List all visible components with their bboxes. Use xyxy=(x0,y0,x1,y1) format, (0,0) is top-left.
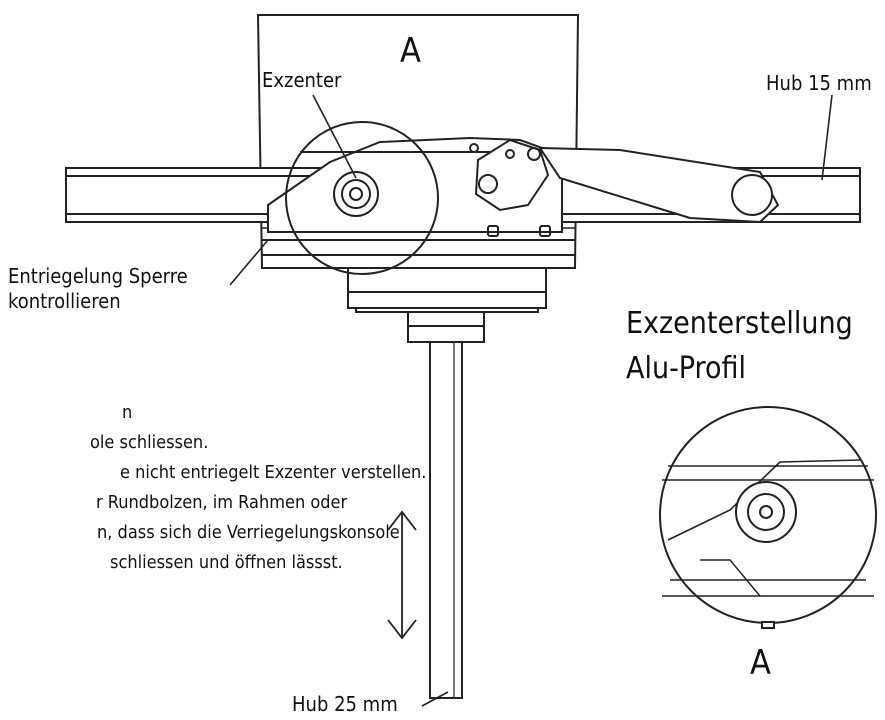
instruction-line: n, dass sich die Verriegelungskonsole xyxy=(97,522,400,543)
leader-stroke-top xyxy=(821,94,833,181)
vertical-shaft xyxy=(407,311,485,699)
inset-title-line1: Exzenterstellung xyxy=(626,306,853,341)
release-label-line1: Entriegelung Sperre xyxy=(8,264,188,288)
base-bracket xyxy=(347,267,547,313)
release-label-line2: kontrollieren xyxy=(8,289,121,313)
instruction-line: n xyxy=(122,402,133,423)
housing-label-a: A xyxy=(400,31,421,71)
instruction-line: e nicht entriegelt Exzenter verstellen. xyxy=(120,462,427,483)
leader-eccentric xyxy=(312,94,357,179)
leader-release xyxy=(229,239,269,286)
instruction-line: r Rundbolzen, im Rahmen oder xyxy=(96,492,348,513)
inset-detail xyxy=(659,406,877,629)
stroke-bottom-label: Hub 25 mm xyxy=(292,692,398,716)
stroke-arrow xyxy=(387,510,417,640)
leader-lines xyxy=(229,94,833,707)
instruction-block: n ole schliessen. e nicht entriegelt Exz… xyxy=(0,398,426,578)
stroke-top-label: Hub 15 mm xyxy=(766,71,872,95)
lever-arm xyxy=(538,146,780,224)
eccentric-disc xyxy=(285,121,439,275)
instruction-line: schliessen und öffnen lässst. xyxy=(110,552,343,573)
latch-hook xyxy=(474,138,550,212)
instruction-line: ole schliessen. xyxy=(90,432,209,453)
inset-title-line2: Alu-Profil xyxy=(626,351,746,386)
inset-label-a: A xyxy=(750,643,771,683)
leader-stroke-bottom xyxy=(421,691,449,707)
eccentric-label: Exzenter xyxy=(262,68,342,92)
